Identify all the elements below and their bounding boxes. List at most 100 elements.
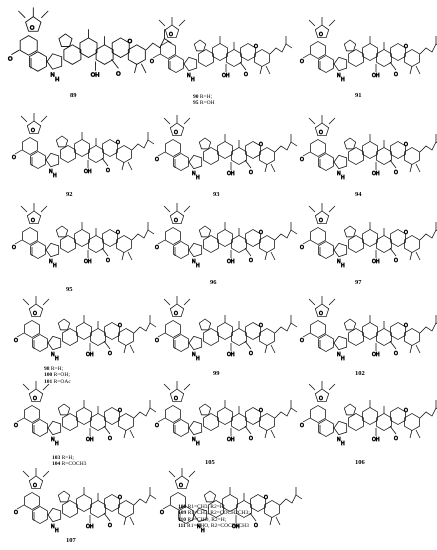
benzene-ring [168,55,184,73]
methyl-bond [22,470,30,478]
methyl-bond [264,251,268,261]
hydroxyl-label: OH [222,73,230,79]
methyl-bond [415,429,421,439]
carbonyl-bond [157,151,166,157]
pyrrole-ring [45,242,60,258]
methyl-bond [41,10,49,19]
ring-3 [236,500,252,518]
carbonyl-bond [157,239,166,245]
ether-bond [389,159,397,169]
carbonyl-bond [16,332,25,338]
benzene-ring [32,334,48,352]
methyl-bond [415,251,421,261]
cyclopentane-ring [57,403,71,416]
ring-1 [198,49,214,67]
ketal-oxygen: O [404,323,408,329]
ring-2 [79,37,98,58]
ring-5 [259,328,275,346]
carbonyl-bond [14,239,23,245]
benzene-ring [173,241,189,259]
ring-3 [95,44,114,65]
ring-1 [348,147,364,165]
ring-3 [376,49,392,67]
ring-4 [390,322,406,340]
carbonyl-bond [302,53,311,59]
cyclohexanone-ring [310,320,326,338]
ring-3 [90,500,106,518]
hydroxyl-label: OH [372,171,380,177]
ether-bond [103,512,111,522]
ketal-oxygen: O [259,408,263,414]
furan-ring [26,210,42,225]
cyclohexanone-ring [24,492,40,510]
ether-bond [389,340,397,350]
methyl-bond [163,117,171,125]
ether-bond [244,247,252,257]
cyclopentane-ring [198,318,212,331]
pyrrole-ring [333,56,348,72]
cyclopentane-ring [58,33,73,47]
nh-hydrogen: H [341,356,345,362]
oxygen-atom: O [179,483,183,489]
methyl-bond [129,344,135,354]
ring-2 [76,494,92,512]
benzene-ring [318,55,334,73]
side-chain [133,494,157,506]
pyrrole-ring [188,242,203,258]
ketal-oxygen: O [249,170,253,176]
oxygen-atom: O [169,32,173,38]
methyl-bond [129,516,135,526]
ring-2 [362,229,378,247]
ring-2 [76,322,92,340]
variant-line: 110 R1=CHO, R2=H; [178,516,227,523]
cyclohexanone-ring [165,227,181,245]
ether-bond [239,61,247,71]
methyl-bond [42,470,50,478]
oxygen-atom: O [174,311,178,317]
nitrogen-atom: N [337,259,341,265]
methyl-bond [409,163,413,173]
ring-3 [231,413,247,431]
benzene-ring [318,153,334,171]
benzene-ring [318,334,334,352]
ring-5 [259,147,275,165]
side-chain [131,139,155,151]
ketal-oxygen: O [118,323,122,329]
nitrogen-atom: N [337,352,341,358]
carbonyl-bond [157,417,166,423]
nh-hydrogen: H [201,528,205,534]
methyl-bond [183,298,191,306]
side-chain [419,43,437,55]
hydroxyl-label: OH [372,437,380,443]
nitrogen-atom: N [192,171,196,177]
ring-3 [376,235,392,253]
carbonyl-oxygen: O [14,338,18,344]
hydroxyl-label: OH [227,171,235,177]
methyl-bond [158,19,166,27]
cyclohexanone-ring [165,320,181,338]
methyl-bond [328,298,336,306]
pyrrole-ring [47,420,62,436]
cyclopentane-ring [57,490,71,503]
methyl-bond [134,63,138,74]
compound-label-96: 96 [210,279,217,286]
ring-4 [102,139,118,157]
methyl-bond [141,63,147,74]
cyclohexanone-ring [165,139,181,157]
methyl-bond [22,383,30,391]
ring-1 [62,413,78,431]
ring-4 [104,494,120,512]
ring-2 [362,322,378,340]
compound-label-102: 102 [355,370,365,377]
furan-ring [25,16,42,32]
hydroxyl-label: OH [227,437,235,443]
variant-line: 95 R=OH [193,100,215,107]
methyl-bond [42,383,50,391]
methyl-bond [123,429,127,439]
benzene-ring [173,419,189,437]
methyl-bond [415,163,421,173]
ring-4 [250,494,266,512]
